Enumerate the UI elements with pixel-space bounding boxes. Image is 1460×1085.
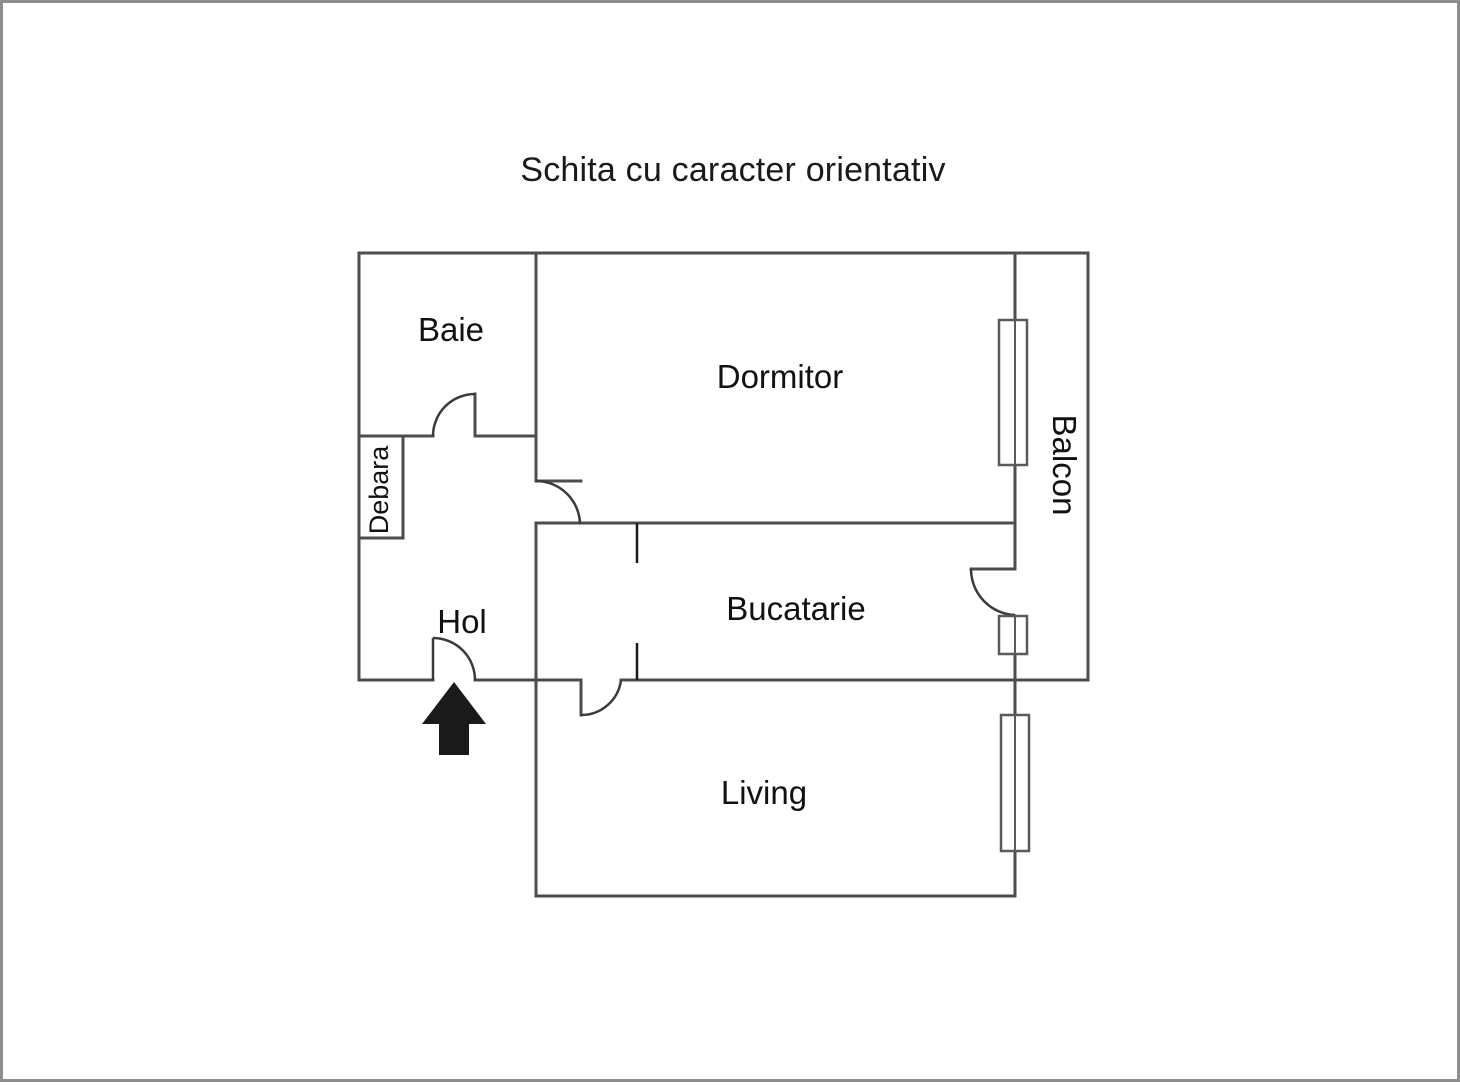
page-title: Schita cu caracter orientativ: [520, 151, 946, 189]
room-label-bucatarie: Bucatarie: [726, 590, 865, 627]
baie-door-arc: [431, 392, 476, 437]
window-group: [997, 318, 1031, 853]
hol-entrance-door-arc: [432, 636, 477, 681]
room-label-balcon: Balcon: [1046, 415, 1083, 516]
room-label-baie: Baie: [418, 311, 484, 348]
balcon-lower-window-icon: [997, 614, 1029, 656]
door-swing-group: [431, 392, 1016, 717]
room-label-dormitor: Dormitor: [717, 358, 844, 395]
entrance-direction-arrow: [422, 682, 486, 755]
room-label-living: Living: [721, 774, 807, 811]
living-door-arc: [580, 679, 623, 717]
dormitor-door-arc: [535, 479, 582, 525]
floor-plan-drawing: Baie Debara Dormitor Balcon Hol Bucatari…: [357, 251, 1090, 898]
balcon-upper-window-icon: [997, 318, 1029, 467]
room-label-debara: Debara: [364, 445, 394, 535]
balcon-door-arc: [969, 568, 1016, 617]
room-label-hol: Hol: [437, 603, 487, 640]
